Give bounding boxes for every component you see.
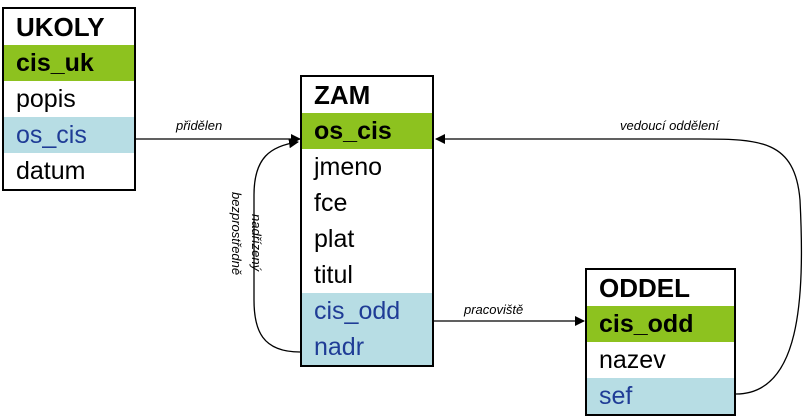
arrow-bezprostredne-nadrizeny <box>253 138 301 353</box>
entity-oddel: ODDEL cis_odd nazev sef <box>585 268 736 416</box>
field-zam-jmeno: jmeno <box>314 153 383 181</box>
label-pridelen: přidělen <box>175 118 222 133</box>
field-ukoly-datum: datum <box>16 157 86 185</box>
entity-ukoly: UKOLY cis_uk popis os_cis datum <box>2 7 136 191</box>
entity-zam: ZAM os_cis jmeno fce plat titul cis_odd … <box>300 75 434 367</box>
label-bezprostredne: bezprostředně <box>229 192 244 275</box>
field-oddel-sef: sef <box>587 378 734 414</box>
field-zam-fce: fce <box>314 189 348 217</box>
field-zam-titul: titul <box>314 261 353 289</box>
field-ukoly-popis: popis <box>16 85 76 113</box>
arrow-vedouci-oddeleni <box>435 134 803 395</box>
field-ukoly-os-cis: os_cis <box>4 117 134 153</box>
field-zam-plat: plat <box>314 225 355 253</box>
label-vedouci-oddeleni: vedoucí oddělení <box>620 118 720 133</box>
entity-ukoly-title: UKOLY <box>16 12 105 42</box>
field-zam-cis-odd: cis_odd <box>302 293 432 329</box>
label-pracoviste: pracoviště <box>463 302 523 317</box>
field-ukoly-cis-uk: cis_uk <box>4 45 134 81</box>
label-nadrizeny: nadřízený <box>249 214 264 273</box>
field-oddel-cis-odd: cis_odd <box>587 306 734 342</box>
field-oddel-nazev: nazev <box>599 346 666 374</box>
entity-oddel-title: ODDEL <box>599 273 690 303</box>
field-zam-os-cis: os_cis <box>302 113 432 149</box>
field-zam-nadr: nadr <box>302 329 432 365</box>
entity-zam-title: ZAM <box>314 80 371 110</box>
